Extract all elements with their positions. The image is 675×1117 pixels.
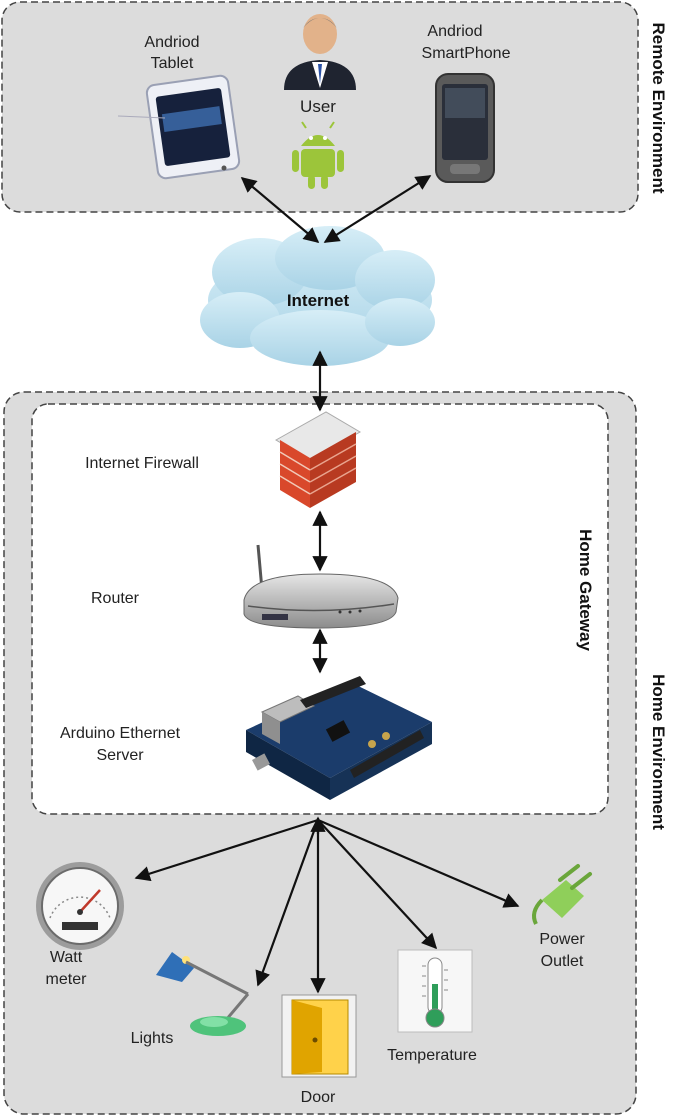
phone-label: SmartPhone [422, 45, 511, 62]
user-label: User [300, 97, 336, 116]
internet-label: Internet [287, 291, 350, 310]
power-outlet-label: Power [539, 931, 585, 948]
hub-watt-link [134, 818, 319, 882]
connection-arrows [134, 175, 520, 994]
hub-temperature-link [317, 819, 438, 950]
arduino-label: Arduino Ethernet [60, 725, 181, 742]
firewall-icon [274, 411, 362, 508]
tablet-icon [117, 74, 241, 180]
arduino-board-icon [246, 676, 432, 800]
firewall-label: Internet Firewall [85, 455, 199, 472]
hub-lights-link [255, 819, 320, 987]
watt-meter-icon [36, 862, 124, 950]
tablet-label: Andriod [144, 34, 199, 51]
arduino-label: Server [96, 747, 144, 764]
temperature-label: Temperature [387, 1047, 477, 1064]
home-environment-title: Home Environment [649, 674, 668, 830]
user-icon [284, 14, 356, 90]
internet-cloud-icon [200, 226, 435, 366]
power-plug-icon [532, 864, 592, 925]
tablet-label: Tablet [151, 55, 194, 72]
thermometer-icon [397, 949, 473, 1033]
door-icon [281, 994, 357, 1078]
remote-environment-title: Remote Environment [649, 23, 668, 194]
lamp-icon [156, 952, 250, 1036]
home-gateway-title: Home Gateway [576, 529, 595, 651]
smartphone-icon [435, 73, 495, 183]
router-label: Router [91, 590, 140, 607]
tablet-internet-link [240, 177, 320, 243]
lights-label: Lights [131, 1030, 174, 1047]
watt-meter-label: meter [46, 971, 88, 988]
hub-power-link [317, 818, 520, 908]
phone-label: Andriod [427, 23, 482, 40]
phone-internet-link [323, 175, 432, 243]
watt-meter-label: Watt [50, 949, 83, 966]
power-outlet-label: Outlet [541, 953, 584, 970]
door-label: Door [301, 1089, 336, 1106]
router-icon [243, 544, 399, 629]
